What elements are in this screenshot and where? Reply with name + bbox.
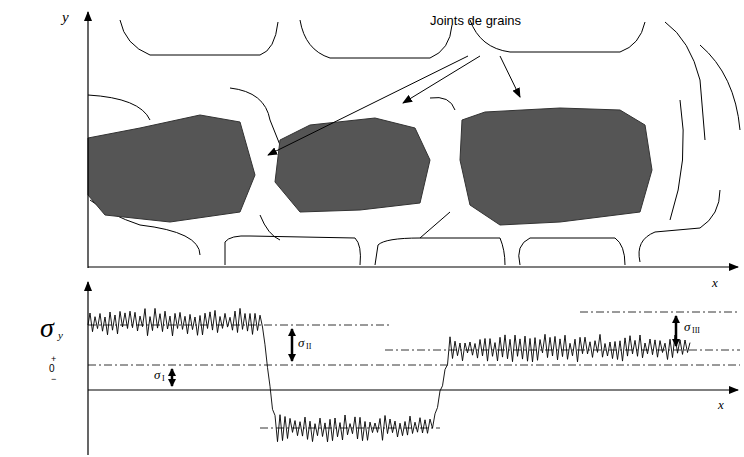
stress-subscript: I xyxy=(162,375,165,383)
axis-label: x xyxy=(712,276,718,289)
stress-symbol: σ xyxy=(298,336,304,349)
mean-level xyxy=(88,312,740,428)
grain-boundaries xyxy=(88,20,740,265)
x-axis xyxy=(88,266,738,267)
stress-symbol: σ xyxy=(154,368,160,381)
axis-label: y xyxy=(62,10,69,25)
axis-subscript: y xyxy=(58,330,63,341)
stress-subscript: II xyxy=(306,343,311,351)
y-axis xyxy=(87,12,88,268)
zero-label: 0 xyxy=(49,364,55,374)
stress-subscript: III xyxy=(692,327,700,335)
y-axis xyxy=(87,282,88,455)
callout-label: Joints de grains xyxy=(430,14,521,27)
leader-arrow xyxy=(268,56,520,155)
grain xyxy=(88,108,652,225)
stress-symbol: σ xyxy=(684,320,690,333)
x-axis xyxy=(88,389,738,390)
axis-symbol: σ xyxy=(40,314,54,342)
sign-label: + xyxy=(51,355,56,364)
axis-label: x xyxy=(718,398,724,411)
stress-signal xyxy=(88,308,690,442)
sign-label: − xyxy=(51,375,56,384)
stress-arrow xyxy=(172,316,676,386)
